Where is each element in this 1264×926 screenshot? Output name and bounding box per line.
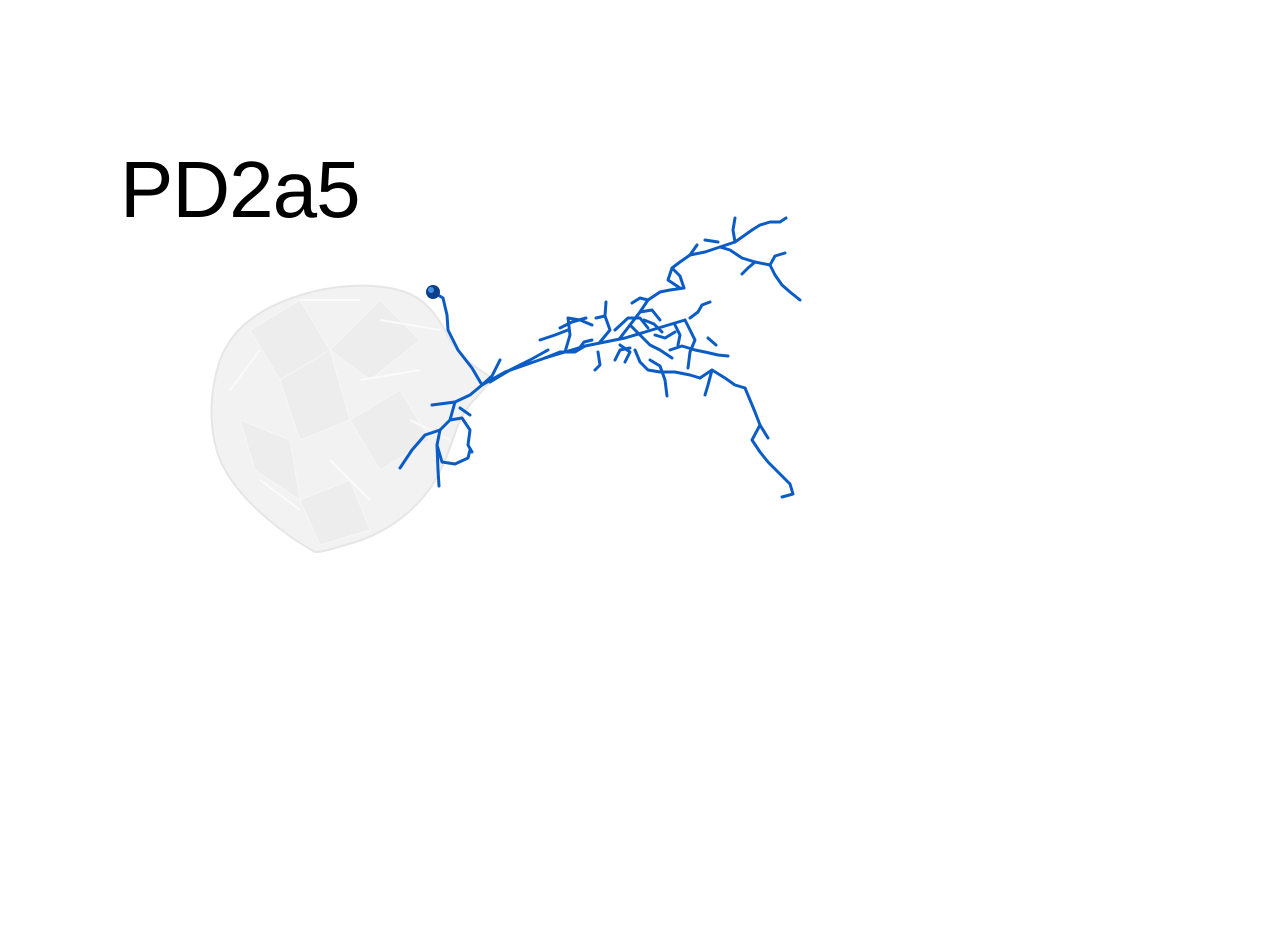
neuron-label: PD2a5	[120, 145, 361, 234]
neuron-skeleton	[398, 216, 802, 499]
soma-marker	[426, 285, 440, 299]
neuropil-mesh	[210, 284, 494, 554]
